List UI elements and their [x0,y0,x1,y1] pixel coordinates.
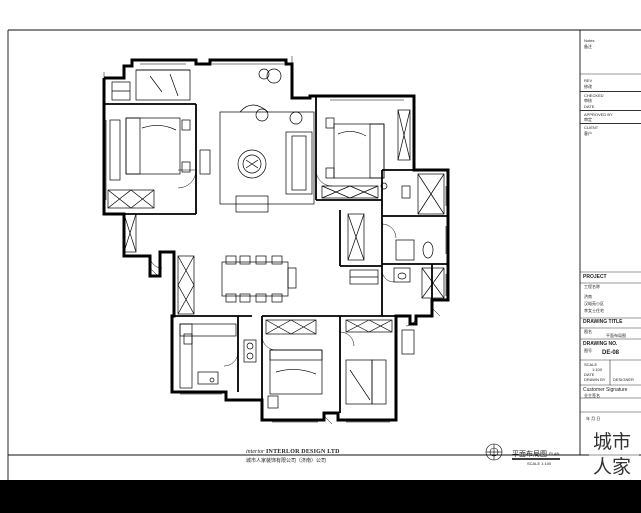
approved-label: APPROVED BY [584,112,613,117]
drawing-title-label: DRAWING TITLE [583,319,623,325]
checked-cn: 审核 [584,98,592,103]
notes-label: Notes [584,38,595,43]
notes-cn: 备注 [584,44,592,49]
company-logo-script: interior [246,449,265,455]
cabinets [107,109,411,335]
project-cn: 工程名称 [584,284,600,289]
scale-value: 1:100 [592,367,603,372]
dimension-ticks [103,56,441,425]
project-name-1: 济南 [584,294,592,299]
drawing-no-label: DRAWING NO. [583,341,618,347]
caption-plan: PLAN [549,451,560,456]
client-cn: 客户 [584,131,592,136]
approved-cn: 审定 [584,117,592,122]
rev-label: REV [584,78,593,83]
windows [102,60,450,423]
caption-scale: SCALE 1:100 [527,461,552,466]
kitchen-fixtures [179,323,257,389]
bedroom-bottom-furniture [267,329,415,409]
signature-date: 年 月 日 [586,416,601,421]
client-label: CLIENT [584,125,599,130]
date2-label: DATE [584,372,595,377]
dining-furniture [221,255,297,303]
watermark-line-1: 城市 [593,431,632,453]
watermark-logo: 城市 人家 [589,427,639,489]
rev-cn: 修改 [584,84,592,89]
customer-signature-cn: 业主签名 [584,393,600,398]
living-room-furniture [199,68,315,213]
caption-title: 平面布局图 [512,451,547,458]
bedroom-right-furniture [325,117,388,190]
interior-walls [104,96,448,413]
project-name-2: 汉峪苑小区 [584,301,604,306]
company-name-en: INTERLOR DESIGN LTD [266,449,340,455]
drawing-no: DE-08 [602,350,620,356]
bedroom-left-furniture [109,69,191,181]
title-block-frame [580,73,641,413]
north-arrow [485,443,503,461]
project-name-3: 李女士住宅 [584,308,604,313]
checked-label: CHECKED [584,93,604,98]
sheet-border [7,29,641,480]
bathroom-fixtures [349,173,445,299]
project-label: PROJECT [583,274,607,280]
drawing-no-cn: 图号 [584,348,592,353]
door-swings [149,169,417,367]
bottom-dark-band [0,480,641,513]
date-label: DATE [584,104,595,109]
drawn-label: DRAWN BY [584,377,606,382]
designer-label: DESIGNER [613,377,634,382]
customer-signature-label: Customer Signature [583,387,628,393]
company-name-cn: 城市人家装饰有限公司（济南）公司 [246,458,327,464]
exterior-walls [102,58,450,422]
scale-label: SCALE [584,362,598,367]
watermark-line-2: 人家 [593,456,632,478]
drawing-title: 平面布局图 [606,333,626,338]
drawing-title-cn: 图名 [584,329,592,334]
